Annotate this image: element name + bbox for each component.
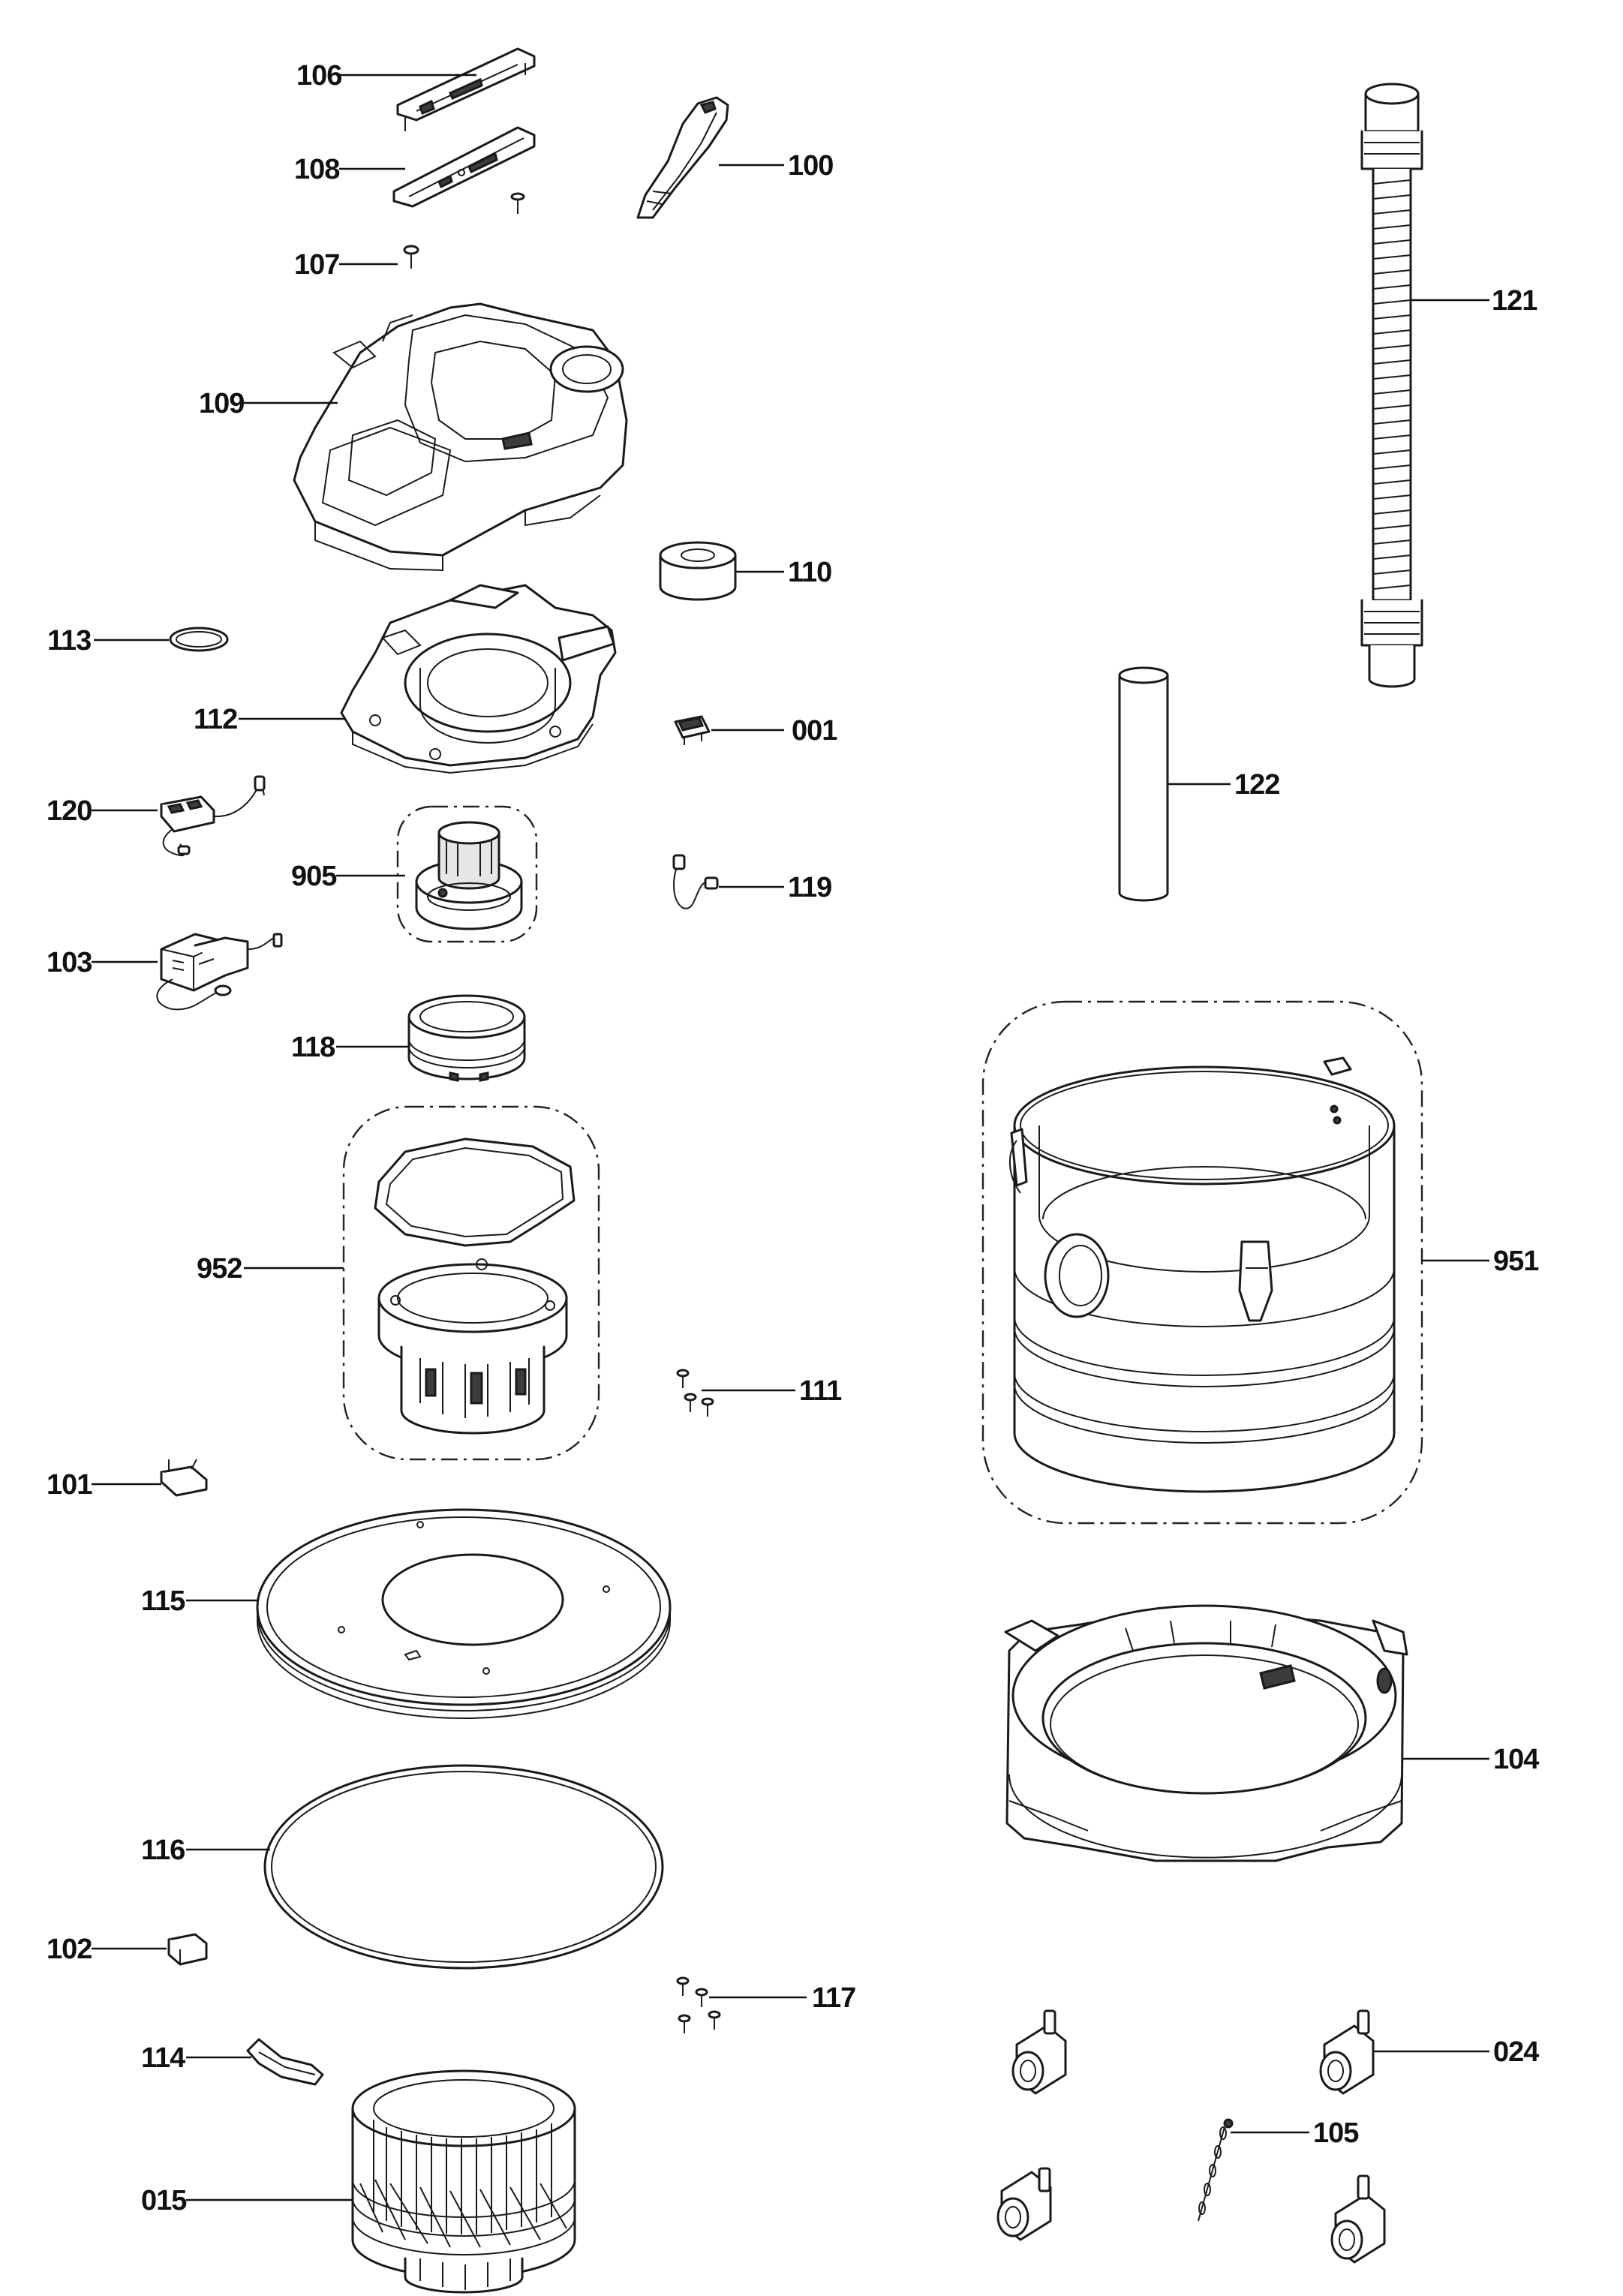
part-120-control-board [160, 775, 266, 857]
part-115-lid-plate [256, 1508, 672, 1719]
part-106-handle-cover [396, 47, 536, 131]
label-122: 122 [1234, 769, 1279, 801]
part-104-base [1004, 1604, 1408, 1862]
label-119: 119 [788, 872, 831, 903]
part-100-carry-handle [636, 96, 729, 219]
part-118-seal-ring [407, 994, 526, 1082]
label-952: 952 [197, 1253, 242, 1285]
label-015: 015 [141, 2185, 187, 2216]
part-105-chain [1198, 2118, 1234, 2222]
label-117: 117 [812, 1982, 855, 2014]
part-110-foam-ring [659, 541, 737, 601]
label-105: 105 [1313, 2117, 1359, 2149]
part-121-suction-hose [1360, 83, 1423, 688]
part-116-gasket [263, 1764, 664, 1970]
label-101: 101 [47, 1469, 92, 1501]
part-952-filter-holder-set [342, 1105, 600, 1461]
part-024-caster-4 [1330, 2174, 1386, 2264]
label-114: 114 [141, 2042, 185, 2074]
label-112: 112 [194, 704, 237, 735]
part-114-clip [246, 2038, 324, 2086]
label-104: 104 [1493, 1744, 1539, 1775]
part-122-extension-tube [1118, 666, 1169, 902]
label-111: 111 [799, 1375, 842, 1407]
label-951: 951 [1493, 1246, 1539, 1277]
part-108-handle-plate [392, 126, 536, 208]
label-001: 001 [792, 715, 837, 747]
part-112-motor-mount [340, 584, 617, 774]
part-101-micro-switch [160, 1459, 208, 1497]
part-024-caster-1 [1011, 2009, 1067, 2095]
label-120: 120 [47, 795, 92, 827]
label-107: 107 [294, 249, 339, 281]
part-024-caster-2 [1319, 2009, 1375, 2095]
label-113: 113 [47, 625, 91, 657]
label-108: 108 [294, 154, 339, 185]
part-119-cable [672, 854, 719, 909]
part-screw-108 [510, 192, 525, 214]
label-905: 905 [291, 861, 337, 892]
part-102-block [167, 1933, 208, 1966]
part-111-screws [676, 1369, 714, 1417]
part-951-container [981, 1000, 1423, 1525]
label-115: 115 [141, 1585, 185, 1617]
part-107-screw [403, 245, 419, 269]
part-024-caster-3 [996, 2167, 1052, 2241]
part-015-cartridge-filter [351, 2069, 576, 2294]
label-121: 121 [1492, 285, 1537, 317]
label-109: 109 [199, 388, 244, 419]
part-001-switch [674, 715, 711, 745]
part-103-relay-assembly [156, 933, 283, 1011]
part-109-housing-top [293, 302, 628, 572]
label-102: 102 [47, 1934, 92, 1965]
label-024: 024 [1493, 2036, 1539, 2068]
label-110: 110 [788, 557, 831, 588]
part-905-motor-assembly [396, 805, 538, 943]
part-117-screws [676, 1976, 721, 2033]
label-116: 116 [141, 1835, 185, 1866]
label-118: 118 [291, 1032, 335, 1063]
label-100: 100 [788, 150, 833, 182]
label-106: 106 [296, 60, 341, 92]
label-103: 103 [47, 947, 92, 978]
